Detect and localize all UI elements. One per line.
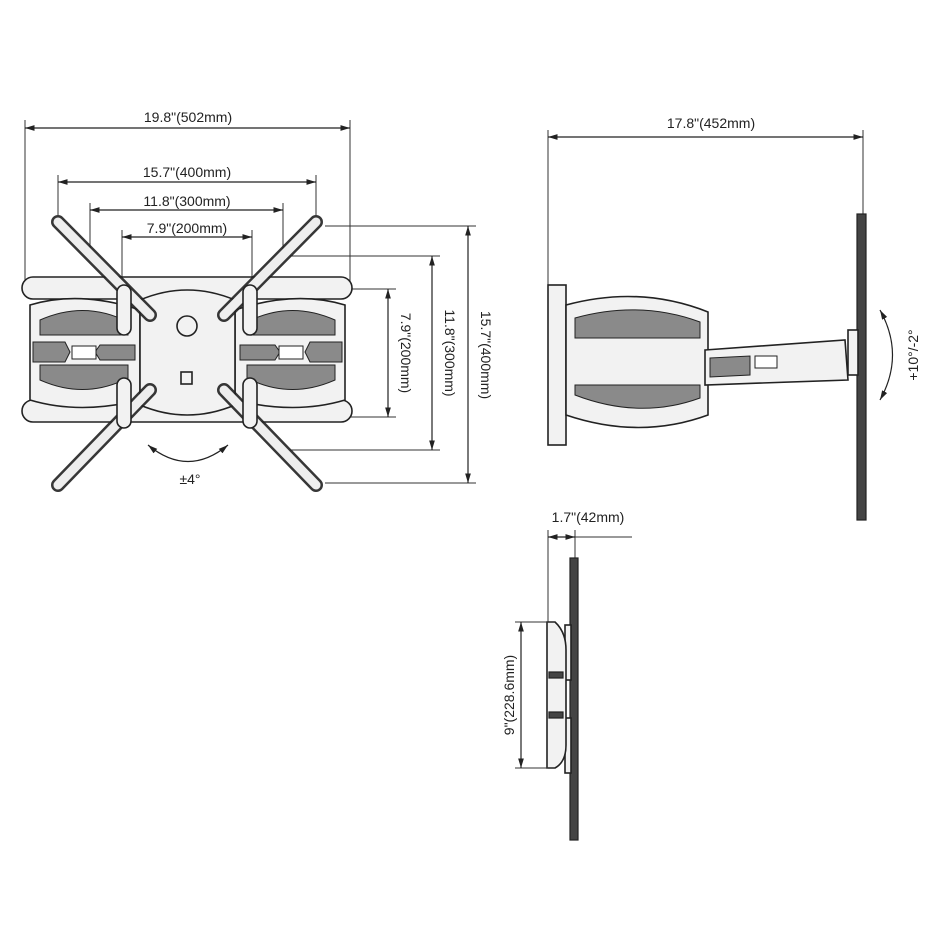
- front-mount-drawing: [21, 215, 353, 492]
- vesa-height-300-label: 11.8"(300mm): [442, 309, 458, 396]
- tilt-arrow: [879, 309, 894, 401]
- plate-height-label: 9"(228.6mm): [501, 655, 517, 735]
- vesa-width-300-label: 11.8"(300mm): [143, 193, 230, 209]
- depth-label: 1.7"(42mm): [552, 509, 625, 525]
- vesa-width-400-label: 15.7"(400mm): [143, 164, 231, 180]
- vesa-height-200-label: 7.9"(200mm): [398, 313, 414, 393]
- vesa-width-200-label: 7.9"(200mm): [147, 220, 227, 236]
- folded-mount-drawing: [546, 557, 579, 841]
- side-view: 17.8"(452mm) +10°/-2°: [547, 115, 921, 521]
- overall-width-label: 19.8"(502mm): [144, 109, 232, 125]
- side-mount-drawing: [547, 213, 867, 521]
- folded-view: 1.7"(42mm) 9"(228.6mm): [501, 509, 632, 841]
- vesa-height-400-label: 15.7"(400mm): [478, 311, 494, 399]
- rotation-label: ±4°: [179, 471, 200, 487]
- extension-label: 17.8"(452mm): [667, 115, 755, 131]
- front-view: 19.8"(502mm) 15.7"(400mm) 11.8"(300mm) 7…: [21, 109, 494, 492]
- tilt-label: +10°/-2°: [905, 329, 921, 380]
- rotation-arrow: [147, 444, 229, 463]
